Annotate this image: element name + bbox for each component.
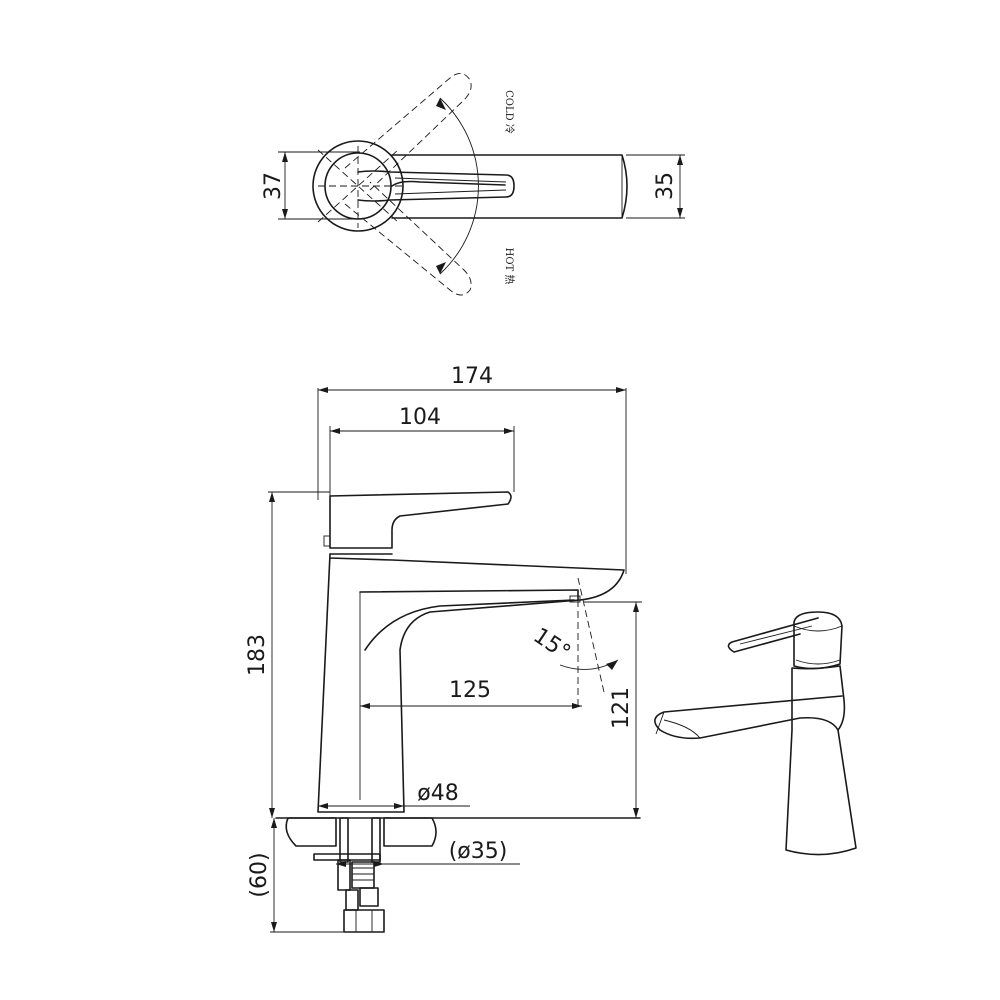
top-body-outer-circle [312, 140, 404, 232]
cold-position-handle [344, 73, 472, 191]
dim-35-label: 35 [653, 172, 678, 200]
side-view: 15° 174 104 183 [245, 364, 642, 933]
top-view: 37 35 COLD 冷 HOT 热 [261, 73, 685, 296]
dim-183-label: 183 [245, 634, 270, 676]
dim-phi35-label: (ø35) [449, 839, 508, 864]
dim-174-label: 174 [451, 364, 493, 389]
dim-125-label: 125 [449, 678, 491, 703]
perspective-handle [727, 617, 819, 653]
top-handle-lever [357, 170, 515, 202]
rotation-arc [439, 97, 479, 275]
hot-label: HOT 热 [503, 248, 516, 285]
cold-label: COLD 冷 [503, 90, 516, 134]
top-spout-outline [391, 154, 628, 219]
perspective-spout [654, 695, 843, 740]
side-body-spout [317, 553, 625, 813]
counter-section [285, 817, 337, 847]
side-handle [329, 491, 512, 549]
dim-121-label: 121 [609, 687, 634, 729]
angle-label: 15° [528, 623, 574, 666]
perspective-body [785, 665, 857, 856]
hot-position-handle [344, 181, 472, 296]
dim-phi48-label: ø48 [417, 781, 458, 806]
dim-37-label: 37 [261, 172, 286, 200]
perspective-view [654, 611, 857, 856]
dim-60-label: (60) [247, 852, 272, 897]
dim-104-label: 104 [399, 405, 441, 430]
